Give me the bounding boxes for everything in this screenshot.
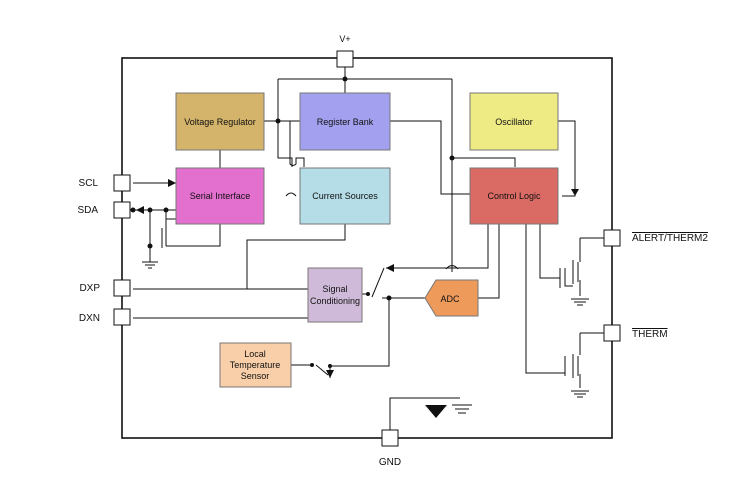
svg-text:ALERT/THERM2: ALERT/THERM2 xyxy=(632,233,708,244)
svg-text:SCL: SCL xyxy=(79,178,99,189)
svg-text:Temperature: Temperature xyxy=(230,360,281,370)
voltage-regulator-block: Voltage Regulator xyxy=(175,92,265,151)
serial-interface-block: Serial Interface xyxy=(175,167,265,225)
pin-scl: SCL xyxy=(79,174,131,192)
pin-dxp: DXP xyxy=(79,279,131,297)
svg-text:Oscillator: Oscillator xyxy=(495,117,533,127)
svg-text:Control Logic: Control Logic xyxy=(487,191,541,201)
ground-triangle-icon xyxy=(425,405,447,418)
pin-sda: SDA xyxy=(77,201,131,219)
svg-text:DXP: DXP xyxy=(79,283,100,294)
junction-dots xyxy=(130,76,455,368)
svg-text:Voltage Regulator: Voltage Regulator xyxy=(184,117,256,127)
local-temperature-sensor-block: Local Temperature Sensor xyxy=(219,342,292,388)
register-bank-block: Register Bank xyxy=(299,92,391,151)
adc-block: ADC xyxy=(424,279,479,317)
svg-text:GND: GND xyxy=(379,457,401,468)
wire-crossings xyxy=(285,192,459,270)
pin-vplus: V+ xyxy=(336,34,354,68)
arrowheads xyxy=(136,179,579,378)
signal-conditioning-block: Signal Conditioning xyxy=(307,267,363,323)
chip-outline xyxy=(121,57,613,439)
svg-text:Local: Local xyxy=(244,349,266,359)
svg-text:DXN: DXN xyxy=(79,313,100,324)
pin-gnd: GND xyxy=(379,429,401,468)
svg-text:Signal: Signal xyxy=(322,284,347,294)
oscillator-block: Oscillator xyxy=(469,92,559,151)
svg-text:Sensor: Sensor xyxy=(241,371,270,381)
svg-text:SDA: SDA xyxy=(77,205,98,216)
svg-text:Register Bank: Register Bank xyxy=(317,117,374,127)
svg-text:Conditioning: Conditioning xyxy=(310,296,360,306)
svg-text:THERM: THERM xyxy=(632,329,668,340)
svg-text:Current Sources: Current Sources xyxy=(312,191,378,201)
current-sources-block: Current Sources xyxy=(299,167,391,225)
pin-alert-therm2: ALERT/THERM2 xyxy=(603,229,708,247)
control-logic-block: Control Logic xyxy=(469,167,559,225)
svg-text:ADC: ADC xyxy=(440,294,460,304)
pin-dxn: DXN xyxy=(79,308,131,326)
pin-therm: THERM xyxy=(603,324,668,342)
svg-text:V+: V+ xyxy=(339,34,350,44)
svg-text:Serial Interface: Serial Interface xyxy=(190,191,251,201)
